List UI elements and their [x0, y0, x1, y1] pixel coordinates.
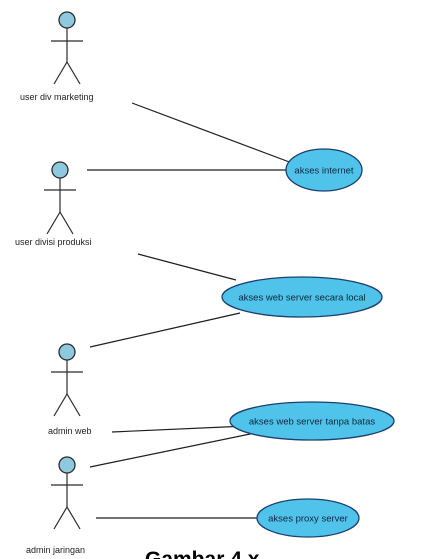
- association-line: [89, 312, 241, 348]
- use-case-akses-web-server-tanpa-batas[interactable]: akses web server tanpa batas: [229, 401, 395, 441]
- use-case-label: akses web server tanpa batas: [249, 417, 375, 428]
- actor-head-icon: [58, 11, 76, 29]
- association-line: [137, 253, 237, 281]
- use-case-label: akses internet: [294, 166, 354, 177]
- use-case-label: akses proxy server: [268, 514, 348, 525]
- actor-user-div-marketing[interactable]: user div marketing: [20, 11, 94, 102]
- association-line: [131, 102, 293, 164]
- association-line: [89, 432, 256, 468]
- actor-label: user divisi produksi: [15, 237, 92, 247]
- actor-admin-web[interactable]: admin web: [48, 343, 92, 436]
- actor-head-icon: [58, 343, 76, 361]
- actor-head-icon: [58, 456, 76, 474]
- use-case-label: akses web server secara local: [238, 293, 365, 304]
- actor-label: admin jaringan: [26, 545, 85, 555]
- association-line: [111, 425, 248, 433]
- use-case-akses-web-server-secara-local[interactable]: akses web server secara local: [221, 276, 383, 318]
- actor-user-divisi-produksi[interactable]: user divisi produksi: [15, 161, 92, 247]
- actor-head-icon: [51, 161, 69, 179]
- actor-admin-jaringan[interactable]: admin jaringan: [26, 456, 85, 555]
- actor-label: admin web: [48, 426, 92, 436]
- use-case-akses-internet[interactable]: akses internet: [285, 148, 363, 192]
- actor-label: user div marketing: [20, 92, 94, 102]
- use-case-akses-proxy-server[interactable]: akses proxy server: [256, 498, 360, 538]
- figure-caption: Gambar 4.x: [145, 548, 260, 559]
